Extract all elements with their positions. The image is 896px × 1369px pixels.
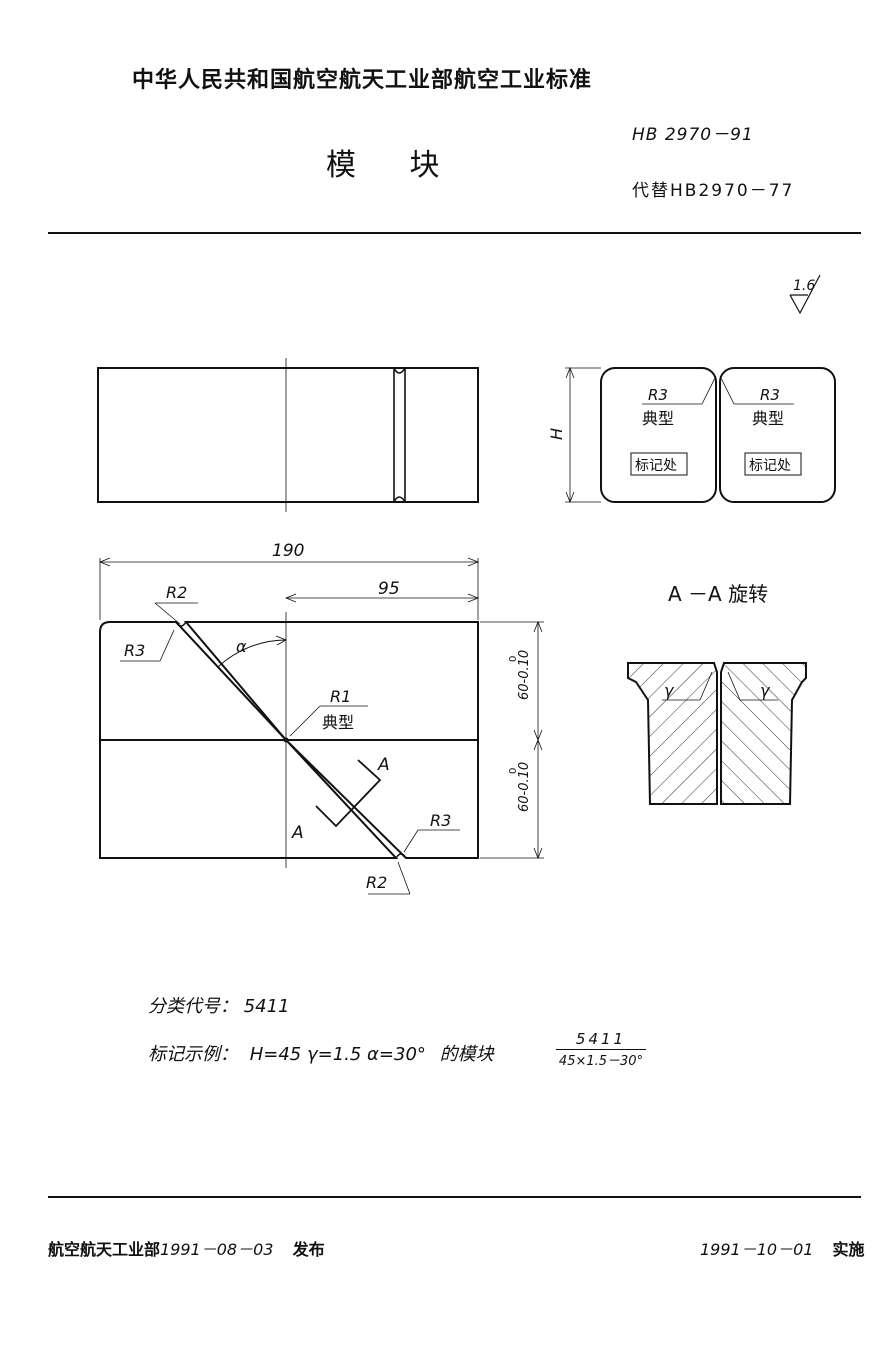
side-r3-label-left: R3 <box>648 386 668 404</box>
footer-implementation: 1991－10－01 实施 <box>700 1236 865 1260</box>
implementation-date: 1991－10－01 <box>700 1240 814 1259</box>
document-title: 模 块 <box>326 148 462 183</box>
marking-fraction: 5411 45×1.5－30° <box>556 1030 646 1069</box>
classification-label: 分类代号： <box>148 996 238 1017</box>
front-typical-label: 典型 <box>322 713 354 732</box>
section-title: A －A 旋转 <box>668 582 768 606</box>
roughness-value: 1.6 <box>793 278 815 294</box>
front-r3-label-left: R3 <box>124 641 145 660</box>
section-view: A －A 旋转 γ γ <box>627 582 807 805</box>
implementation-word: 实施 <box>832 1240 865 1259</box>
standard-number: HB 2970－91 <box>632 125 754 145</box>
dim-190-label: 190 <box>272 541 304 561</box>
angle-alpha-label: α <box>236 637 247 656</box>
footer-issue: 航空航天工业部1991－08－03 发布 <box>48 1236 325 1260</box>
marking-example-label: 标记示例： <box>148 1044 238 1065</box>
marking-example-line: 标记示例： H=45 γ=1.5 α=30° 的模块 <box>148 1040 494 1066</box>
fraction-denominator: 45×1.5－30° <box>558 1054 644 1069</box>
front-r3-label-bottom: R3 <box>430 811 451 830</box>
classification-line: 分类代号： 5411 <box>148 992 290 1018</box>
top-view <box>97 358 479 512</box>
section-gamma-left: γ <box>664 681 675 700</box>
tolerance-upper-zero-b: 0 <box>508 768 519 774</box>
side-mark-place-right: 标记处 <box>749 458 791 474</box>
section-mark-top: A <box>377 755 390 775</box>
front-r2-label-top: R2 <box>166 583 187 602</box>
side-r3-label-right: R3 <box>760 386 780 404</box>
side-typical-label-left: 典型 <box>642 409 674 428</box>
section-gamma-right: γ <box>760 681 771 700</box>
marking-example-params: H=45 γ=1.5 α=30° <box>249 1044 426 1065</box>
front-r1-label: R1 <box>330 687 351 706</box>
tolerance-upper-half: 60-0.10 <box>517 650 532 700</box>
footer-rule <box>48 1196 861 1198</box>
classification-code: 5411 <box>243 996 290 1017</box>
side-typical-label-right: 典型 <box>752 409 784 428</box>
front-view: 190 95 R2 R3 α R1 典型 A <box>98 541 544 895</box>
issue-date: 1991－08－03 <box>160 1240 274 1259</box>
issuing-organization: 中华人民共和国航空航天工业部航空工业标准 <box>132 68 593 93</box>
dim-95-label: 95 <box>378 579 400 599</box>
side-view: H R3 典型 标记处 R3 典型 标记处 <box>547 366 836 504</box>
tolerance-upper-zero-a: 0 <box>508 656 519 662</box>
issue-word: 发布 <box>292 1240 325 1259</box>
roughness-symbol: 1.6 <box>789 274 821 315</box>
front-r2-label-bottom: R2 <box>366 873 387 892</box>
side-mark-place-left: 标记处 <box>635 458 677 474</box>
tolerance-lower-half: 60-0.10 <box>517 762 532 812</box>
h-dimension-label: H <box>547 428 566 440</box>
replaces-standard: 代替HB2970－77 <box>632 181 795 201</box>
marking-example-suffix: 的模块 <box>439 1044 494 1065</box>
issuer-name: 航空航天工业部 <box>48 1240 161 1259</box>
fraction-numerator: 5411 <box>556 1030 646 1050</box>
section-mark-bottom: A <box>291 823 304 843</box>
header-rule <box>48 232 861 234</box>
